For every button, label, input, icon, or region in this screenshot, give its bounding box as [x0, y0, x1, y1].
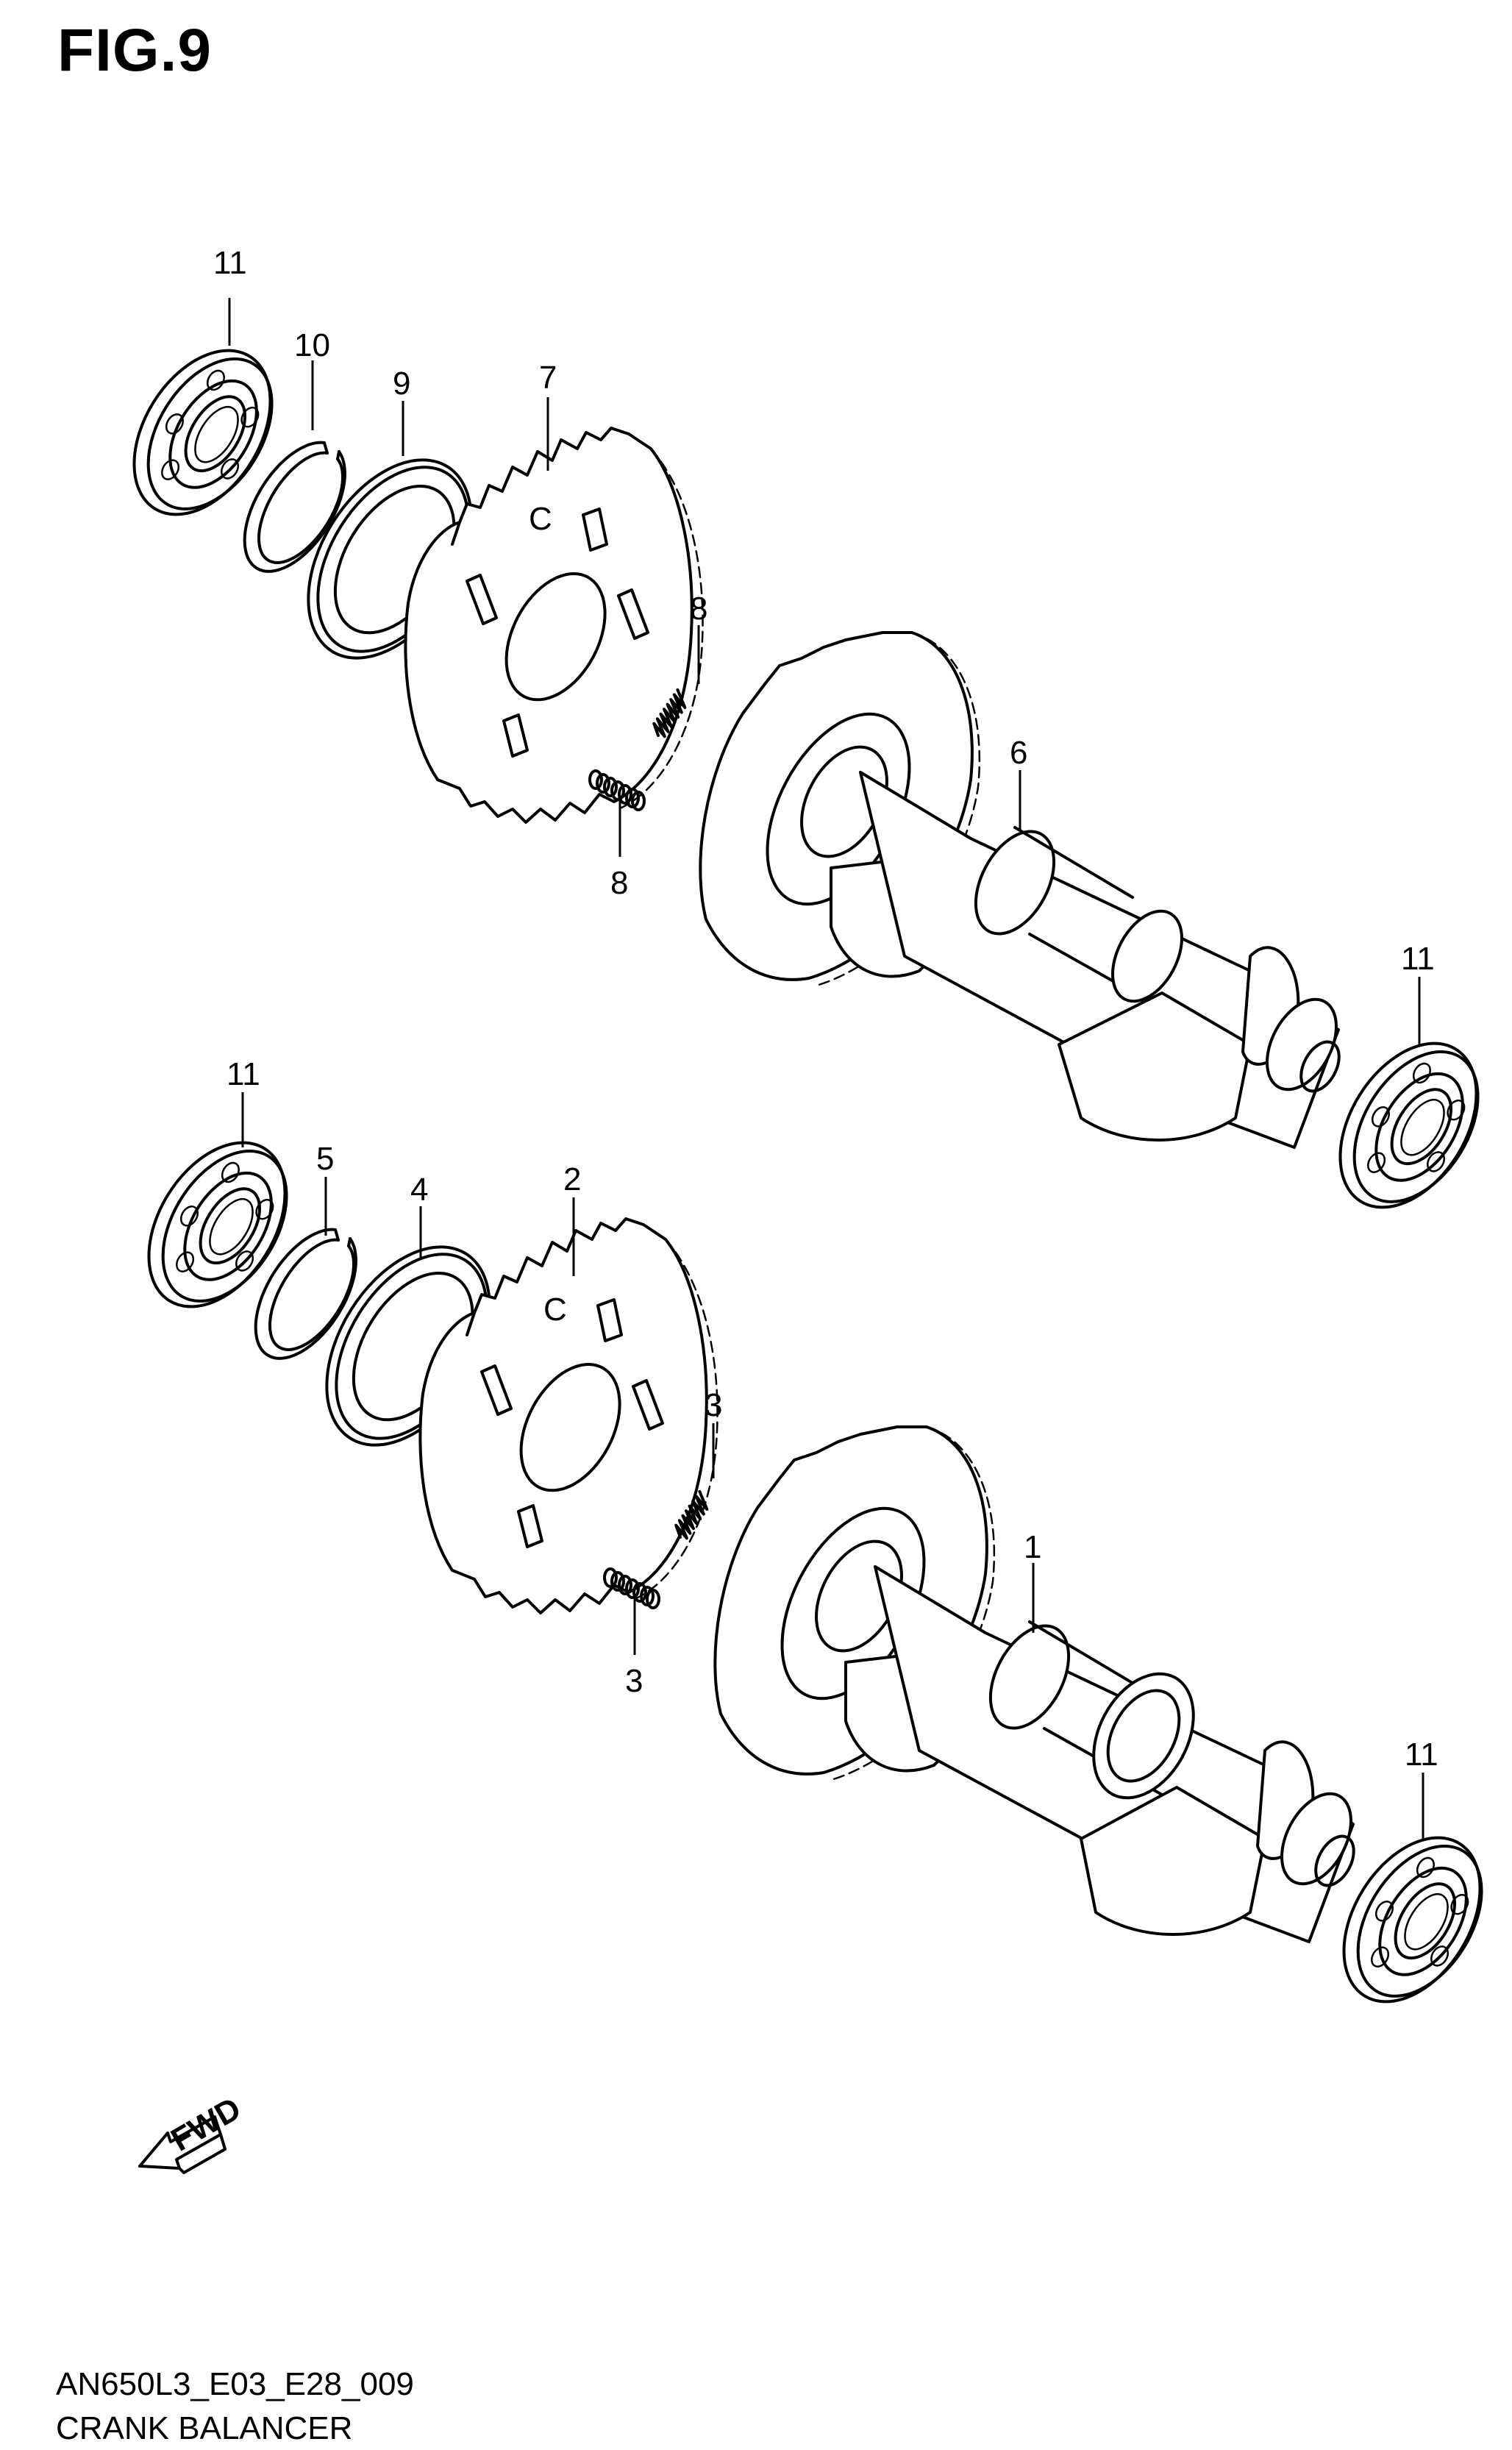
callout-11-lower-left: 11: [227, 1056, 260, 1092]
callout-1: 1: [1024, 1529, 1041, 1565]
callout-9: 9: [393, 366, 410, 402]
lower-balancer-assembly: 11 5 4 2 3 3 1 11: [119, 1056, 1510, 2028]
upper-balancer-assembly: 11 10 9 7 8 8 6 11: [104, 245, 1506, 1233]
callout-10: 10: [294, 327, 330, 363]
callout-8-upper: 8: [690, 591, 707, 627]
forward-arrow-icon: FWD: [138, 2090, 247, 2174]
callout-3-lower: 3: [625, 1663, 643, 1699]
upper-balancer-shaft: [699, 631, 1341, 1149]
callout-11-upper-right: 11: [1401, 941, 1435, 977]
upper-left-bearing: [104, 324, 300, 541]
lower-left-bearing: [119, 1117, 315, 1333]
lower-balancer-shaft: [713, 1425, 1355, 1943]
upper-right-bearing: [1310, 1017, 1506, 1233]
callout-6: 6: [1010, 735, 1027, 771]
callout-2: 2: [563, 1161, 581, 1197]
figure-title: FIG.9: [57, 17, 213, 84]
callout-8-lower: 8: [610, 865, 628, 901]
callout-3-upper: 3: [705, 1387, 722, 1423]
callout-11-upper-left: 11: [213, 245, 247, 281]
callout-7: 7: [539, 360, 557, 396]
callout-11-lower-right: 11: [1405, 1737, 1438, 1773]
diagram-code: AN650L3_E03_E28_009: [56, 2366, 414, 2402]
fwd-label: FWD: [165, 2090, 247, 2159]
diagram-name: CRANK BALANCER: [56, 2410, 353, 2446]
callout-4: 4: [410, 1172, 428, 1208]
callout-5: 5: [316, 1141, 334, 1177]
